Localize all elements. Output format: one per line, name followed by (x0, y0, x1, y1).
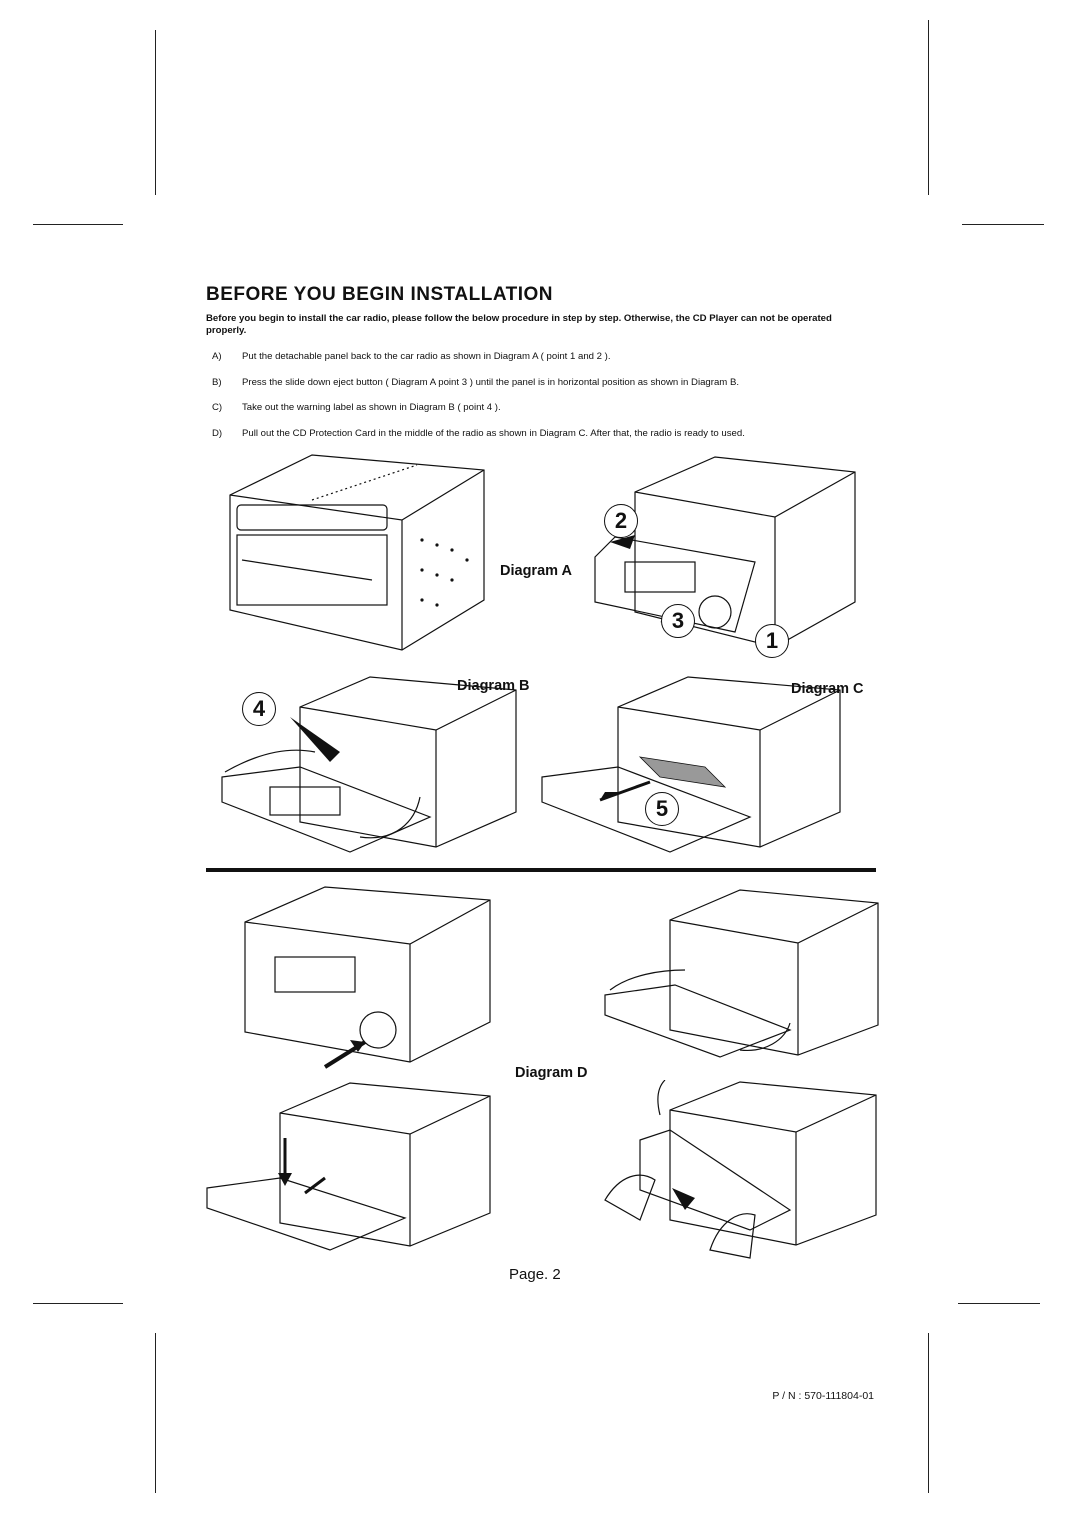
car-radio-illustration (604, 889, 879, 1058)
step-text: Press the slide down eject button ( Diag… (242, 377, 740, 388)
car-radio-illustration (229, 454, 485, 651)
step-label: C) (212, 402, 223, 413)
page-title: BEFORE YOU BEGIN INSTALLATION (206, 284, 554, 305)
point-2: 2 (604, 504, 638, 538)
crop-mark-top-left (155, 30, 156, 195)
intro-text: Before you begin to install the car radi… (206, 313, 832, 336)
diagram-a-label: Diagram A (500, 563, 572, 579)
crop-mark-top-right (928, 20, 929, 195)
point-4: 4 (242, 692, 276, 726)
crop-mark-left-bottom (33, 1303, 123, 1304)
car-radio-illustration (244, 886, 491, 1069)
step-text: Take out the warning label as shown in D… (242, 402, 501, 413)
step-label: B) (212, 377, 222, 388)
step-label: D) (212, 428, 223, 439)
step-text: Pull out the CD Protection Card in the m… (242, 428, 745, 439)
crop-mark-right-bottom (958, 1303, 1040, 1304)
point-5: 5 (645, 792, 679, 826)
car-radio-illustration (594, 456, 856, 648)
point-1: 1 (755, 624, 789, 658)
arrow-icon (672, 1188, 695, 1210)
crop-mark-bottom-right (928, 1333, 929, 1493)
crop-mark-left-top (33, 224, 123, 225)
car-radio-illustration (221, 676, 517, 853)
step-label: A) (212, 351, 222, 362)
diagram-d-label: Diagram D (515, 1065, 588, 1081)
car-radio-illustration (604, 1080, 877, 1259)
car-radio-illustration (206, 1082, 491, 1251)
point-3: 3 (661, 604, 695, 638)
crop-mark-right-top (962, 224, 1044, 225)
part-number: P / N : 570-111804-01 (772, 1390, 874, 1402)
car-radio-illustration (541, 676, 841, 853)
hand-icon (604, 1174, 656, 1221)
step-text: Put the detachable panel back to the car… (242, 351, 611, 362)
page-number: Page. 2 (509, 1266, 561, 1283)
crop-mark-bottom-left (155, 1333, 156, 1493)
section-divider (206, 868, 876, 872)
